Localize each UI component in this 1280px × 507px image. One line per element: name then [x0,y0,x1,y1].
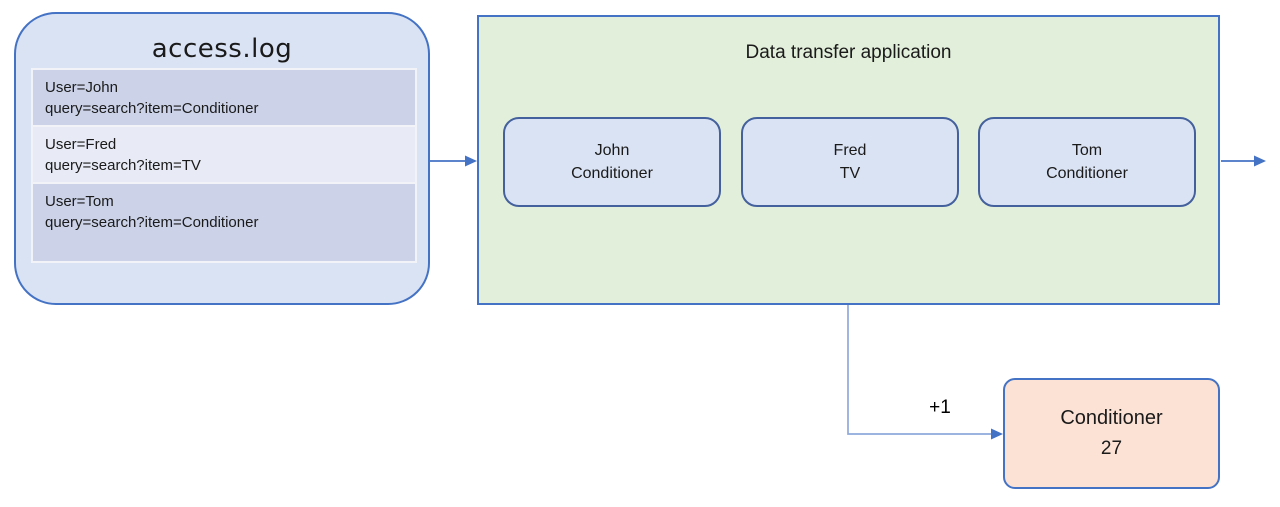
record-user: John [594,141,630,159]
app-output-arrow [1221,155,1266,167]
log-entry-fred: User=Fred query=search?item=TV [33,127,415,184]
conditioner-counter-card: Conditioner 27 [1003,378,1220,489]
log-entry-john: User=John query=search?item=Conditioner [33,70,415,127]
record-item: Conditioner [1046,164,1128,182]
data-transfer-app-title: Data transfer application [745,42,952,63]
log-entry-user: User=Tom [45,193,114,210]
record-item: Conditioner [571,164,653,182]
access-log-panel: access.log User=John query=search?item=C… [14,12,430,305]
log-entry-query: query=search?item=Conditioner [45,214,259,231]
record-user: Tom [1071,141,1103,159]
access-log-entries: User=John query=search?item=Conditioner … [31,68,417,263]
record-user: Fred [833,141,867,159]
log-entry-user: User=John [45,79,118,96]
log-entry-tom: User=Tom query=search?item=Conditioner [33,184,415,261]
counter-item-name: Conditioner [1060,407,1163,429]
record-card-john: John Conditioner [503,117,721,207]
access-log-title: access.log [151,34,293,64]
log-entry-query: query=search?item=Conditioner [45,100,259,117]
counter-value: 27 [1100,438,1123,459]
record-card-fred: Fred TV [741,117,959,207]
record-card-tom: Tom Conditioner [978,117,1196,207]
log-entry-query: query=search?item=TV [45,157,201,174]
record-item: TV [839,164,861,182]
log-entry-user: User=Fred [45,136,117,153]
data-transfer-app-panel: Data transfer application John Condition… [477,15,1220,305]
increment-label: +1 [929,397,951,418]
log-to-app-arrow [430,155,477,167]
